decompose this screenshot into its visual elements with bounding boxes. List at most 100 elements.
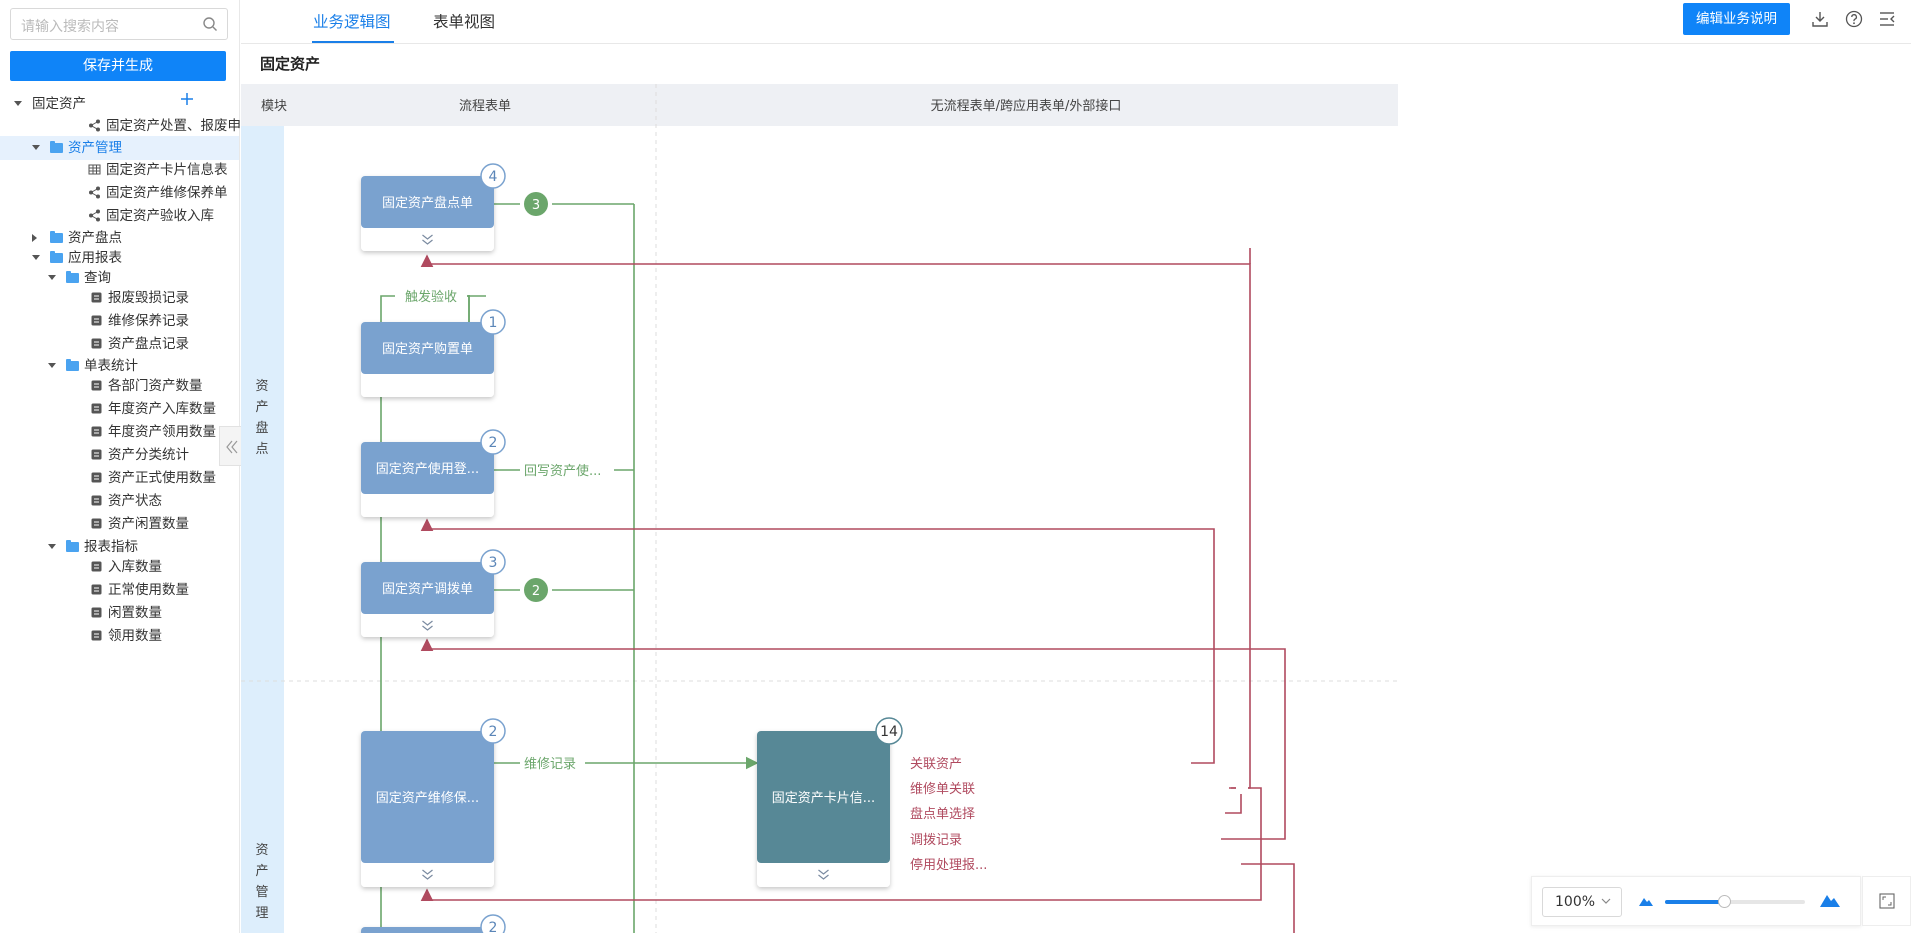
report-icon [91, 584, 102, 595]
double-chevron-left-icon [226, 440, 238, 454]
flow-icon [89, 186, 100, 199]
report-icon [91, 380, 102, 391]
edge-label-transfer-record[interactable]: 调拨记录 [910, 833, 962, 848]
node-card[interactable]: 固定资产卡片信...14 [757, 717, 903, 887]
sidebar-item-label: 入库数量 [108, 559, 162, 575]
zoom-in-icon[interactable] [1819, 891, 1841, 909]
sidebar-item-label: 年度资产领用数量 [108, 424, 216, 440]
edge-label-repair-record[interactable]: 维修记录 [524, 757, 576, 772]
zoom-level: 100% [1555, 894, 1596, 910]
header-flow-forms: 流程表单 [459, 99, 511, 114]
edge-label-writeback[interactable]: 回写资产使... [524, 463, 601, 479]
folder-icon [50, 141, 63, 153]
fit-screen-icon [1879, 893, 1895, 909]
node-next[interactable]: 2 [361, 914, 506, 933]
expand-down-icon[interactable] [32, 145, 40, 150]
download-icon[interactable] [1811, 10, 1829, 28]
sidebar-item-label: 年度资产入库数量 [108, 401, 216, 417]
report-icon [91, 338, 102, 349]
edge-label-stop-report[interactable]: 停用处理报... [910, 857, 987, 873]
header-other-forms: 无流程表单/跨应用表单/外部接口 [931, 98, 1122, 114]
sidebar-item-label: 报表指标 [84, 539, 138, 555]
folder-icon [66, 359, 79, 371]
sidebar-item-label: 领用数量 [108, 628, 162, 644]
report-icon [91, 495, 102, 506]
report-icon [91, 403, 102, 414]
search-input[interactable]: 请输入搜索内容 [10, 8, 228, 40]
page-title: 固定资产 [260, 55, 321, 73]
header-module: 模块 [261, 99, 287, 114]
sidebar-item-label: 资产状态 [108, 493, 162, 509]
expand-double-chevron-icon[interactable] [422, 869, 433, 880]
node-count-badge: 2 [489, 435, 498, 451]
node-label: 固定资产使用登... [376, 461, 479, 477]
sidebar-item-label: 固定资产 [32, 96, 86, 112]
node-count-badge: 2 [489, 920, 498, 933]
expand-down-icon[interactable] [32, 255, 40, 260]
node-label: 固定资产盘点单 [382, 195, 473, 211]
edge-label-repair-link[interactable]: 维修单关联 [910, 782, 975, 797]
sidebar-item-label: 报废毁损记录 [108, 290, 189, 306]
expand-double-chevron-icon[interactable] [422, 234, 433, 245]
expand-down-icon[interactable] [14, 101, 22, 106]
sidebar-item-label: 应用报表 [68, 250, 122, 266]
report-icon [91, 315, 102, 326]
node-label: 固定资产购置单 [382, 341, 473, 357]
expand-down-icon[interactable] [48, 544, 56, 549]
sidebar-item-label: 闲置数量 [108, 605, 162, 621]
node-label: 固定资产维修保... [376, 791, 479, 806]
zoom-slider-track[interactable] [1665, 895, 1805, 908]
expand-double-chevron-icon[interactable] [422, 620, 433, 631]
expand-down-icon[interactable] [48, 275, 56, 280]
expand-down-icon[interactable] [48, 363, 56, 368]
node-usage[interactable]: 固定资产使用登... 2 [361, 429, 506, 517]
sidebar-item-label: 固定资产卡片信息表 [106, 162, 228, 178]
help-icon[interactable] [1845, 10, 1863, 28]
zoom-out-icon[interactable] [1638, 894, 1654, 908]
sidebar-item-2[interactable]: 资产管理 [0, 136, 239, 160]
edge-label-inventory-select[interactable]: 盘点单选择 [910, 806, 975, 822]
zoom-select[interactable]: 100% [1542, 887, 1622, 917]
fit-view-button[interactable] [1862, 876, 1911, 926]
zoom-slider-handle[interactable] [1717, 895, 1731, 908]
edge-label-trigger[interactable]: 触发验收 [405, 289, 457, 305]
node-count-badge: 3 [489, 555, 498, 571]
report-icon [91, 630, 102, 641]
expand-right-icon[interactable] [32, 234, 37, 242]
node-count-badge: 14 [880, 724, 898, 740]
report-icon [91, 561, 102, 572]
view-tabs: 业务逻辑图 表单视图 [241, 0, 1911, 44]
count-badge-inventory: 3 [524, 192, 548, 216]
zoom-toolbar: 100% [1531, 876, 1861, 926]
folder-icon [50, 251, 63, 263]
sidebar-item-label: 固定资产维修保养单 [106, 185, 228, 201]
tab-logic-diagram[interactable]: 业务逻辑图 [313, 13, 391, 31]
node-repair[interactable]: 固定资产维修保...2 [361, 718, 506, 887]
sidebar-item-label: 资产分类统计 [108, 447, 189, 463]
sidebar-item-label: 资产盘点记录 [108, 336, 189, 352]
folder-icon [66, 271, 79, 283]
report-icon [91, 449, 102, 460]
report-icon [91, 472, 102, 483]
lane-label-inventory: 资产盘点 [255, 379, 268, 457]
save-and-generate-button[interactable]: 保存并生成 [10, 51, 226, 81]
tab-form-view[interactable]: 表单视图 [433, 13, 496, 31]
diagram-canvas[interactable]: 模块 流程表单 无流程表单/跨应用表单/外部接口 资产盘点 资产管理 固定资产盘… [241, 84, 1398, 933]
sidebar-item-label: 各部门资产数量 [108, 378, 203, 394]
search-icon[interactable] [202, 16, 218, 32]
add-icon[interactable] [180, 92, 194, 106]
table-icon [88, 164, 101, 175]
chevron-down-icon [1601, 898, 1611, 904]
sidebar-item-label: 查询 [84, 270, 111, 286]
collapse-sidebar-button[interactable] [219, 426, 241, 466]
expand-double-chevron-icon[interactable] [818, 869, 829, 880]
edge-label-link-asset[interactable]: 关联资产 [910, 757, 962, 772]
folder-icon [66, 540, 79, 552]
swimlane-header [241, 84, 1398, 126]
outline-menu-icon[interactable] [1878, 10, 1896, 28]
edit-business-description-button[interactable]: 编辑业务说明 [1683, 3, 1790, 35]
sidebar: 请输入搜索内容 保存并生成 固定资产固定资产处置、报废申请资产管理固定资产卡片信… [0, 0, 255, 933]
